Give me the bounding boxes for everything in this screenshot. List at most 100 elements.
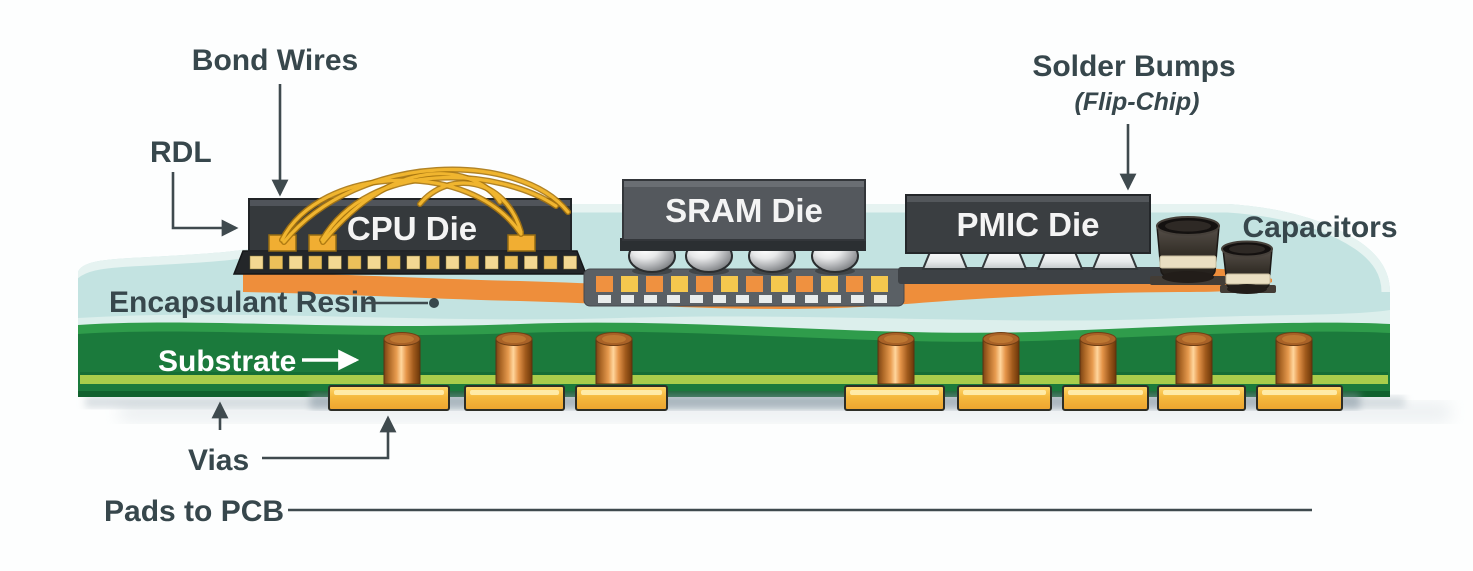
vias-group	[383, 332, 1313, 385]
sram-pad-square	[821, 276, 838, 292]
sram-die-body	[622, 179, 866, 241]
via-top-inner	[502, 335, 526, 343]
cpu-rdl-pad	[288, 255, 303, 270]
cpu-die-label: CPU Die	[347, 210, 477, 247]
pcb-pad-highlight	[963, 390, 1046, 395]
sram-white-pad	[667, 295, 680, 303]
capacitors-group	[1150, 216, 1276, 294]
cpu-rdl-pad	[484, 255, 499, 270]
sram-pad-square	[646, 276, 663, 292]
bond-wire	[320, 175, 558, 242]
sram-white-pad	[805, 295, 818, 303]
pcb-pad-highlight	[1163, 390, 1240, 395]
sram-white-pad	[644, 295, 657, 303]
pcb-pad-highlight	[1262, 390, 1337, 395]
via-top-inner	[1182, 335, 1206, 343]
cpu-rdl-pad	[347, 255, 362, 270]
cpu-wire-pad	[507, 234, 536, 252]
via-body	[877, 338, 915, 385]
sram-white-pad	[759, 295, 772, 303]
via-body	[495, 338, 533, 385]
cpu-rdl-pad	[563, 255, 577, 270]
via-top-inner	[1282, 335, 1306, 343]
sram-white-pad	[690, 295, 703, 303]
pcb-pad	[1062, 385, 1149, 411]
cpu-rdl-pad	[269, 255, 283, 270]
cpu-rdl-pad	[543, 255, 558, 270]
sram-pad-square	[621, 276, 638, 292]
pcb-pad	[844, 385, 945, 411]
pcb-pad	[575, 385, 668, 411]
pcb-pad-highlight	[470, 390, 559, 395]
capacitors-label: Capacitors	[1242, 211, 1397, 244]
annotations: Bond Wires RDL Solder Bumps (Flip-Chip) …	[104, 44, 1398, 528]
cpu-rdl-pad	[249, 255, 264, 270]
cpu-rdl-pad	[426, 255, 440, 270]
pmic-die-top-face	[907, 196, 1149, 202]
cpu-die-top-face	[250, 200, 570, 206]
capacitor-small	[1221, 240, 1273, 294]
pcb-pad	[957, 385, 1052, 411]
sram-pad-square	[771, 276, 788, 292]
sram-die-underside	[620, 238, 866, 251]
bond-wire	[282, 168, 570, 244]
solder-bumps-label: Solder Bumps	[1032, 50, 1235, 83]
flip-chip-label: (Flip-Chip)	[1075, 88, 1200, 116]
encapsulant-resin-leader-dot	[429, 298, 439, 308]
pads-to-pcb-label: Pads to PCB	[104, 495, 284, 528]
via-top-inner	[989, 335, 1013, 343]
sram-pad-square	[696, 276, 713, 292]
via-body	[1275, 338, 1313, 385]
pcb-pad	[1157, 385, 1246, 411]
via-top-inner	[884, 335, 908, 343]
substrate-stripe	[80, 375, 1388, 384]
cpu-rdl-pad	[367, 255, 381, 270]
pcb-pad-highlight	[1068, 390, 1143, 395]
pcb-pad	[464, 385, 565, 411]
sram-white-pad	[874, 295, 887, 303]
bond-wires-label: Bond Wires	[192, 44, 358, 77]
sram-white-pad	[851, 295, 864, 303]
sram-white-pad	[828, 295, 841, 303]
sram-white-pad	[598, 295, 611, 303]
pmic-die-label: PMIC Die	[956, 206, 1099, 243]
pmic-underside-strip	[898, 267, 1164, 284]
via-top-inner	[390, 335, 414, 343]
rdl-label: RDL	[150, 136, 212, 169]
via-body	[1079, 338, 1117, 385]
bond-wire	[418, 181, 523, 234]
cpu-rdl-pad	[445, 255, 460, 270]
via-body	[383, 338, 421, 385]
pcb-pads-group	[328, 385, 1343, 411]
pcb-pad-highlight	[581, 390, 662, 395]
pcb-pad-highlight	[850, 390, 939, 395]
rdl-arrow	[171, 172, 239, 237]
cpu-rdl-pad	[524, 255, 538, 270]
pcb-pad	[328, 385, 450, 411]
via-top-inner	[602, 335, 626, 343]
via-top-inner	[1086, 335, 1110, 343]
substrate-line	[80, 372, 1388, 375]
capacitor-large	[1156, 216, 1220, 283]
substrate-label: Substrate	[158, 345, 296, 378]
sram-pad-square	[871, 276, 888, 292]
cpu-rdl-pad	[406, 255, 421, 270]
sram-pad-square	[671, 276, 688, 292]
pmic-assembly: PMIC Die	[898, 194, 1164, 284]
cpu-assembly: CPU Die	[232, 166, 588, 275]
sram-die-label: SRAM Die	[665, 192, 823, 229]
sram-white-pad	[782, 295, 795, 303]
sram-pad-square	[846, 276, 863, 292]
sram-assembly: SRAM Die	[583, 179, 905, 307]
sram-white-pad	[621, 295, 634, 303]
bond-wires-group	[279, 166, 571, 245]
sram-pad-square	[796, 276, 813, 292]
pmic-die-body	[905, 194, 1151, 254]
sram-pad-square	[746, 276, 763, 292]
sram-pad-squares	[596, 276, 888, 303]
pcb-pad	[1256, 385, 1343, 411]
bond-wire	[280, 178, 523, 242]
cpu-rdl-pad	[328, 255, 342, 270]
